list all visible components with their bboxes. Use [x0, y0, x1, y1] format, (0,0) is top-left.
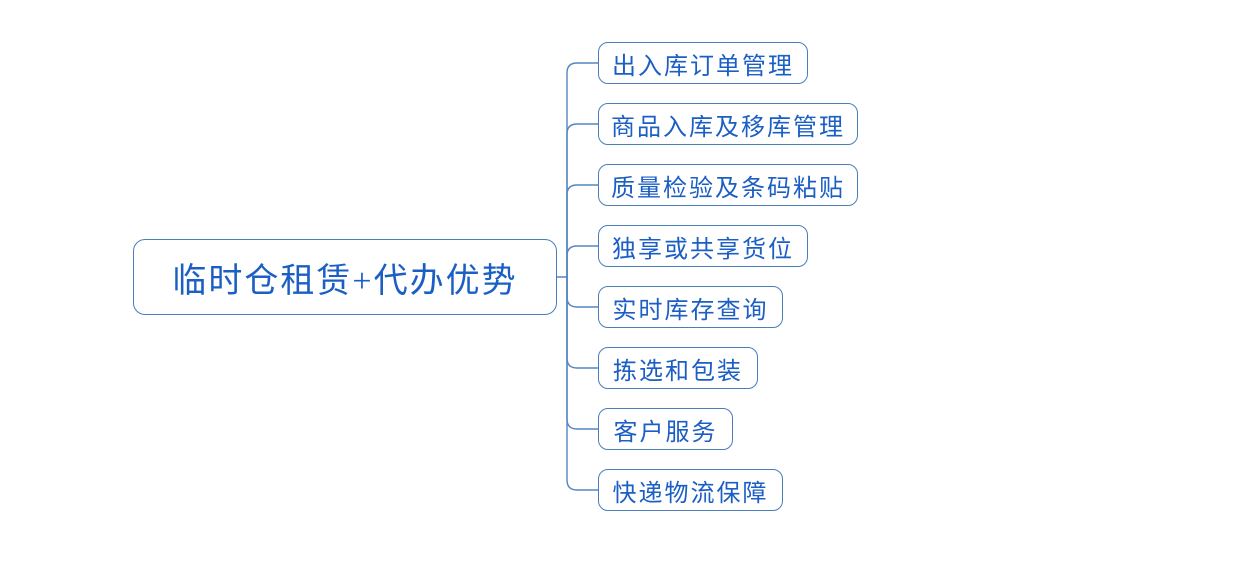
mindmap-node-quality-barcode[interactable]: 质量检验及条码粘贴 — [598, 164, 858, 206]
connector-branch-4 — [566, 245, 599, 278]
mindmap-node-order-management[interactable]: 出入库订单管理 — [598, 42, 808, 84]
mindmap-node-inbound-relocation[interactable]: 商品入库及移库管理 — [598, 103, 858, 145]
connector-branch-6 — [566, 276, 599, 369]
node-label: 拣选和包装 — [613, 358, 743, 385]
connector-branch-3 — [566, 184, 599, 278]
connector-branch-5 — [566, 276, 599, 308]
connector-branch-1 — [566, 62, 599, 278]
root-node-label: 临时仓租赁+代办优势 — [172, 262, 518, 300]
node-label: 质量检验及条码粘贴 — [611, 175, 845, 202]
node-label: 快递物流保障 — [612, 480, 769, 507]
mindmap-root-node[interactable]: 临时仓租赁+代办优势 — [133, 239, 557, 315]
node-label: 客户服务 — [613, 419, 718, 446]
node-label: 出入库订单管理 — [612, 53, 794, 80]
mindmap-node-realtime-inventory[interactable]: 实时库存查询 — [598, 286, 783, 328]
connector-branch-8 — [566, 276, 599, 491]
mindmap-node-customer-service[interactable]: 客户服务 — [598, 408, 733, 450]
node-label: 商品入库及移库管理 — [611, 114, 845, 141]
mindmap-node-storage-slots[interactable]: 独享或共享货位 — [598, 225, 808, 267]
mindmap-node-express-logistics[interactable]: 快递物流保障 — [598, 469, 783, 511]
connector-branch-7 — [566, 276, 599, 430]
node-label: 实时库存查询 — [612, 297, 769, 324]
mindmap-node-picking-packing[interactable]: 拣选和包装 — [598, 347, 758, 389]
connector-branch-2 — [566, 123, 599, 278]
node-label: 独享或共享货位 — [612, 236, 794, 263]
